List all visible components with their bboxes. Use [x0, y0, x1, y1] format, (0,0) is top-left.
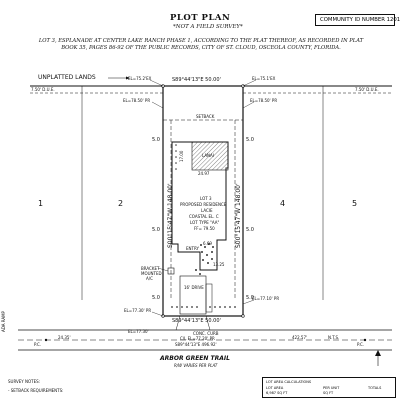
driveway	[179, 275, 207, 315]
north-arrow-icon	[375, 350, 381, 366]
elevation-tr: EL=75.1'EX	[252, 76, 276, 81]
model-name-label: LACIE	[201, 208, 213, 213]
bearing-bottom: S89°44'13"E 50.00'	[172, 318, 221, 324]
bearing-side-left: S00°15'47"W 148.00'	[167, 183, 174, 248]
lot-number-label: LOT 3	[200, 196, 212, 201]
setback-label: SETBACK	[196, 114, 215, 119]
road-width-note: R/W VARIES PER PLAT	[174, 363, 218, 368]
unplatted-label: UNPLATTED LANDS	[38, 74, 96, 81]
apron-right	[205, 315, 211, 331]
legal-description: LOT 3, ESPLANADE AT CENTER LAKE RANCH PH…	[38, 38, 364, 51]
apron-left	[175, 315, 181, 331]
ac-leader	[157, 267, 169, 272]
lanai-slab	[191, 141, 229, 171]
pc-marker-left	[44, 338, 48, 342]
lot-area-label: LOT AREA	[266, 386, 284, 390]
el-leader-ml	[151, 101, 164, 109]
lot-number-1: 1	[38, 199, 44, 208]
lot-area-table: LOT AREA CALCULATIONS LOT AREA 6,987 SQ …	[262, 377, 396, 398]
elevation-bl: EL=77.30' PR	[124, 308, 152, 313]
corner-marker-br	[241, 314, 245, 318]
ac-label: A/C	[146, 276, 153, 281]
per-unit-label: PER UNIT	[323, 386, 340, 390]
shrub-row-entry	[195, 243, 214, 275]
bearing-curb: S89°44'13"E 496.92'	[175, 342, 217, 347]
dim-5-tr: 5.0	[246, 137, 254, 143]
dim-left-bottom: 24.35'	[58, 335, 71, 340]
dim-5-tl: 5.0	[152, 137, 160, 143]
elevation-ml: EL=78.50' PR	[123, 98, 151, 103]
lot-3-boundary	[162, 85, 244, 317]
conc-curb-label: CONC. CURB	[193, 331, 219, 336]
el-leader-bl	[151, 311, 164, 317]
walkway	[205, 283, 213, 313]
shrub-row-bottom	[171, 306, 236, 308]
dim-5-br: 5.0	[246, 295, 254, 301]
proposed-residence-label: PROPOSED RESIDENCE	[180, 202, 227, 207]
road-name: ARBOR GREEN TRAIL	[160, 355, 230, 362]
lot-number-5: 5	[352, 199, 358, 208]
dim-17-00: 17.00	[179, 150, 184, 162]
totals-label: TOTALS	[368, 386, 382, 390]
elevation-bl-curb: EL=77.30'	[128, 329, 149, 334]
el-leader-br	[242, 299, 255, 305]
lot-type-label: LOT TYPE "AA"	[190, 220, 220, 225]
unit-label: SQ FT	[323, 391, 334, 395]
dim-6-69: 6.69	[203, 241, 212, 246]
bracket-label: BRACKET	[141, 266, 160, 271]
dim-13-25: 13.25	[213, 262, 225, 267]
lot-area-value: 6,987 SQ FT	[266, 391, 288, 395]
setback-requirements-note: - SETBACK REQUIREMENTS:	[8, 388, 64, 393]
lanai-label: LANAI	[202, 153, 214, 158]
elevation-tl: EL=75.2'EX	[128, 76, 152, 81]
elevation-style-label: COASTAL EL. C	[189, 214, 219, 219]
dim-5-mr: 5.0	[246, 227, 254, 233]
entry-label: ENTRY	[186, 246, 199, 251]
dim-right-bottom: 422.57'	[292, 335, 308, 340]
dim-5-ml: 5.0	[152, 227, 160, 233]
curb-elevation-label: C/L EL=77.20' PR	[180, 336, 215, 341]
due-label-left: 7.50' D.U.E.	[31, 87, 55, 92]
unplatted-arrowhead	[126, 76, 130, 80]
mounted-label: MOUNTED	[141, 271, 162, 276]
elevation-br: EL=77.10' PR	[252, 296, 280, 301]
nts-label: N.T.S.	[328, 335, 340, 340]
driveway-label: 16' DRIVE	[184, 285, 204, 290]
dim-5-bl: 5.0	[152, 295, 160, 301]
pc-marker-right	[363, 338, 367, 342]
pc-label-left: P.C.	[34, 342, 42, 347]
elevation-mr: EL=78.50' PR	[250, 98, 278, 103]
bearing-side-right: S00°15'47"W 148.00'	[235, 183, 242, 248]
shrub-row-left	[175, 144, 177, 170]
community-id-label: COMMUNITY ID NUMBER 120191	[320, 17, 400, 23]
survey-notes-heading: SURVEY NOTES:	[8, 379, 41, 384]
page-title: PLOT PLAN	[170, 13, 231, 23]
ada-ramp-label: ADA RAMP	[1, 311, 6, 332]
bearing-top: S89°44'13"E 50.00'	[172, 77, 221, 83]
community-id-box: COMMUNITY ID NUMBER 120191	[315, 14, 400, 26]
lot-number-2: 2	[118, 199, 124, 208]
el-leader-mr	[242, 101, 255, 109]
lot-area-heading: LOT AREA CALCULATIONS	[266, 380, 312, 384]
page-subtitle: *NOT A FIELD SURVEY*	[173, 24, 243, 30]
dim-24-97: 24.97	[198, 171, 210, 176]
due-label-right: 7.50' D.U.E.	[355, 87, 379, 92]
finished-floor-label: FF= 79.50	[194, 226, 215, 231]
el-leader-tr	[242, 79, 257, 87]
pc-label-right: P.C.	[357, 342, 365, 347]
el-leader-tl	[149, 79, 164, 87]
lot-number-4: 4	[280, 199, 286, 208]
